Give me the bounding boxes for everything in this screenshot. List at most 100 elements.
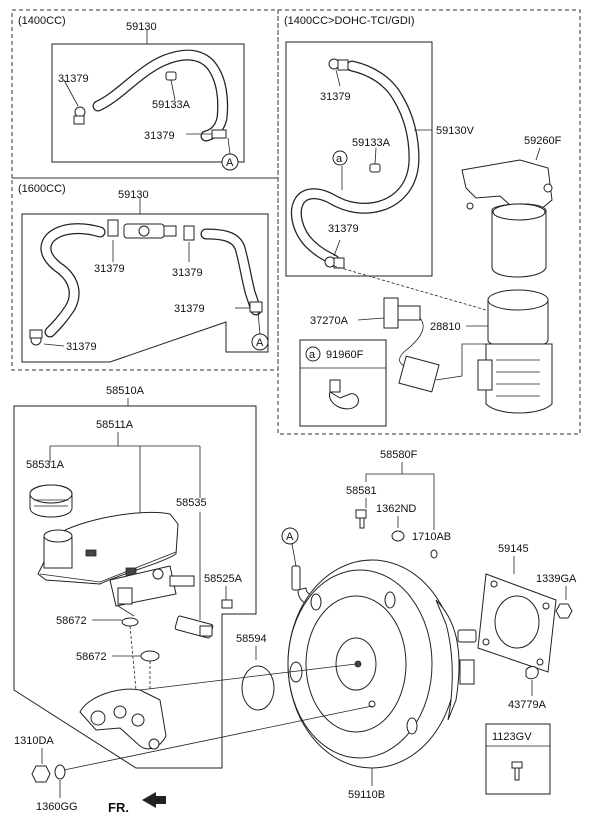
part-label-1362ND: 1362ND [376,503,416,515]
front-direction-label: FR. [108,800,129,815]
part-label-37270A: 37270A [310,315,349,327]
part-label-59130: 59130 [118,189,149,201]
part-label-59133A: 59133A [152,99,191,111]
bolt-58581 [355,509,367,529]
washer-1360GG [54,764,66,780]
ref-circle-a [305,346,321,362]
hose-clamp-end [211,129,227,139]
part-label-58525A: 58525A [204,573,243,585]
ref-letter-A: A [256,337,264,349]
part-label-59110B: 59110B [348,789,385,801]
fitting-58525A [169,575,233,609]
part-label-59145: 59145 [498,543,529,555]
section-title-1600cc: (1600CC) [18,183,66,195]
part-label-31379: 31379 [328,223,359,235]
part-label-58672: 58672 [56,615,87,627]
part-label-1123GV: 1123GV [492,731,532,743]
screw-1123GV-icon [511,761,523,781]
reservoir-58511A [37,511,179,585]
o-ring-58594 [241,665,275,711]
ref-letter-a: a [309,349,316,361]
part-label-58672: 58672 [76,651,107,663]
ref-letter-a: a [336,153,343,165]
part-label-58580F: 58580F [380,449,418,461]
leader-nut-to-booster [63,705,373,771]
ref-letter-A: A [226,157,234,169]
seal-58672 [140,650,160,662]
hose-clamp-31379 [73,106,86,125]
ref-circle-A [221,153,239,171]
part-label-58594: 58594 [236,633,267,645]
part-label-28810: 28810 [430,321,461,333]
hose-clamp-31379 [29,329,43,346]
part-label-1310DA: 1310DA [14,735,54,747]
inset-box-91960F [299,339,387,427]
part-label-1710AB: 1710AB [412,531,451,543]
section-title-1400cc: (1400CC) [18,15,66,27]
frame-1600cc [11,177,279,371]
leader-hose-to-pump [333,265,487,311]
part-label-58511A: 58511A [96,419,134,431]
part-label-31379: 31379 [58,73,89,85]
proportioning-valve-body [79,688,167,750]
hose-clamp-31379 [249,301,263,313]
vacuum-hose-59130-1600-left [40,223,106,338]
part-label-59130: 59130 [126,21,157,33]
plug-1710AB [430,549,438,559]
ref-circle-A [281,527,299,545]
sensor-connector-58535 [174,615,214,639]
electric-vacuum-pump-28810 [477,289,553,414]
vacuum-hose-59130-1600-right [200,228,262,316]
part-label-59260F: 59260F [524,135,562,147]
part-label-91960F: 91960F [326,349,364,361]
part-label-31379: 31379 [94,263,125,275]
check-valve-icon [123,223,177,239]
part-label-1339GA: 1339GA [536,573,577,585]
hose-clamp-31379 [107,219,119,237]
part-label-31379: 31379 [174,303,205,315]
part-label-31379: 31379 [66,341,97,353]
brake-booster-59110B [287,559,477,769]
hose-clamp-31379 [183,225,195,241]
part-label-58531A: 58531A [26,459,65,471]
front-arrow-icon [142,792,166,808]
part-label-1360GG: 1360GG [36,801,78,813]
part-label-31379: 31379 [320,91,351,103]
ref-circle-a [332,150,348,166]
wiring-harness-37270A [383,297,486,393]
part-label-59133A: 59133A [352,137,391,149]
part-label-58535: 58535 [176,497,207,509]
ref-letter-A: A [286,531,294,543]
hose-clamp-31379 [324,256,345,269]
part-label-58581: 58581 [346,485,377,497]
part-label-31379: 31379 [144,130,175,142]
frame-1400cc-dohc [277,9,581,435]
part-label-43779A: 43779A [508,699,547,711]
hose-box-1600 [21,213,269,363]
master-cylinder-box [13,405,257,769]
part-label-59130V: 59130V [436,125,475,137]
section-title-1400cc-dohc: (1400CC>DOHC-TCI/GDI) [284,15,415,27]
clip-43779A [525,666,539,680]
part-label-31379: 31379 [172,267,203,279]
clip-1362ND [391,530,405,542]
ref-circle-A [251,333,269,351]
leader-valve-to-booster [139,663,357,691]
clip-91960F-icon [329,379,359,410]
vacuum-hose-59130-1400 [92,49,229,142]
nut-1339GA [555,603,573,619]
hose-box-1400 [51,43,245,163]
hose-clamp-31379 [328,58,349,71]
part-label-58510A: 58510A [106,385,145,397]
reservoir-cap-58531A [29,484,73,518]
vacuum-hose-59130V [290,60,420,266]
seal-58672 [121,617,139,627]
gasket-59145 [477,573,557,673]
pump-bracket-59260F [461,159,553,278]
hose-connector-59133A [165,71,177,81]
hose-box-dohc [285,41,433,277]
hose-connector-59133A [369,163,381,173]
inset-box-1123GV [485,723,551,795]
nut-1310DA [31,765,51,783]
